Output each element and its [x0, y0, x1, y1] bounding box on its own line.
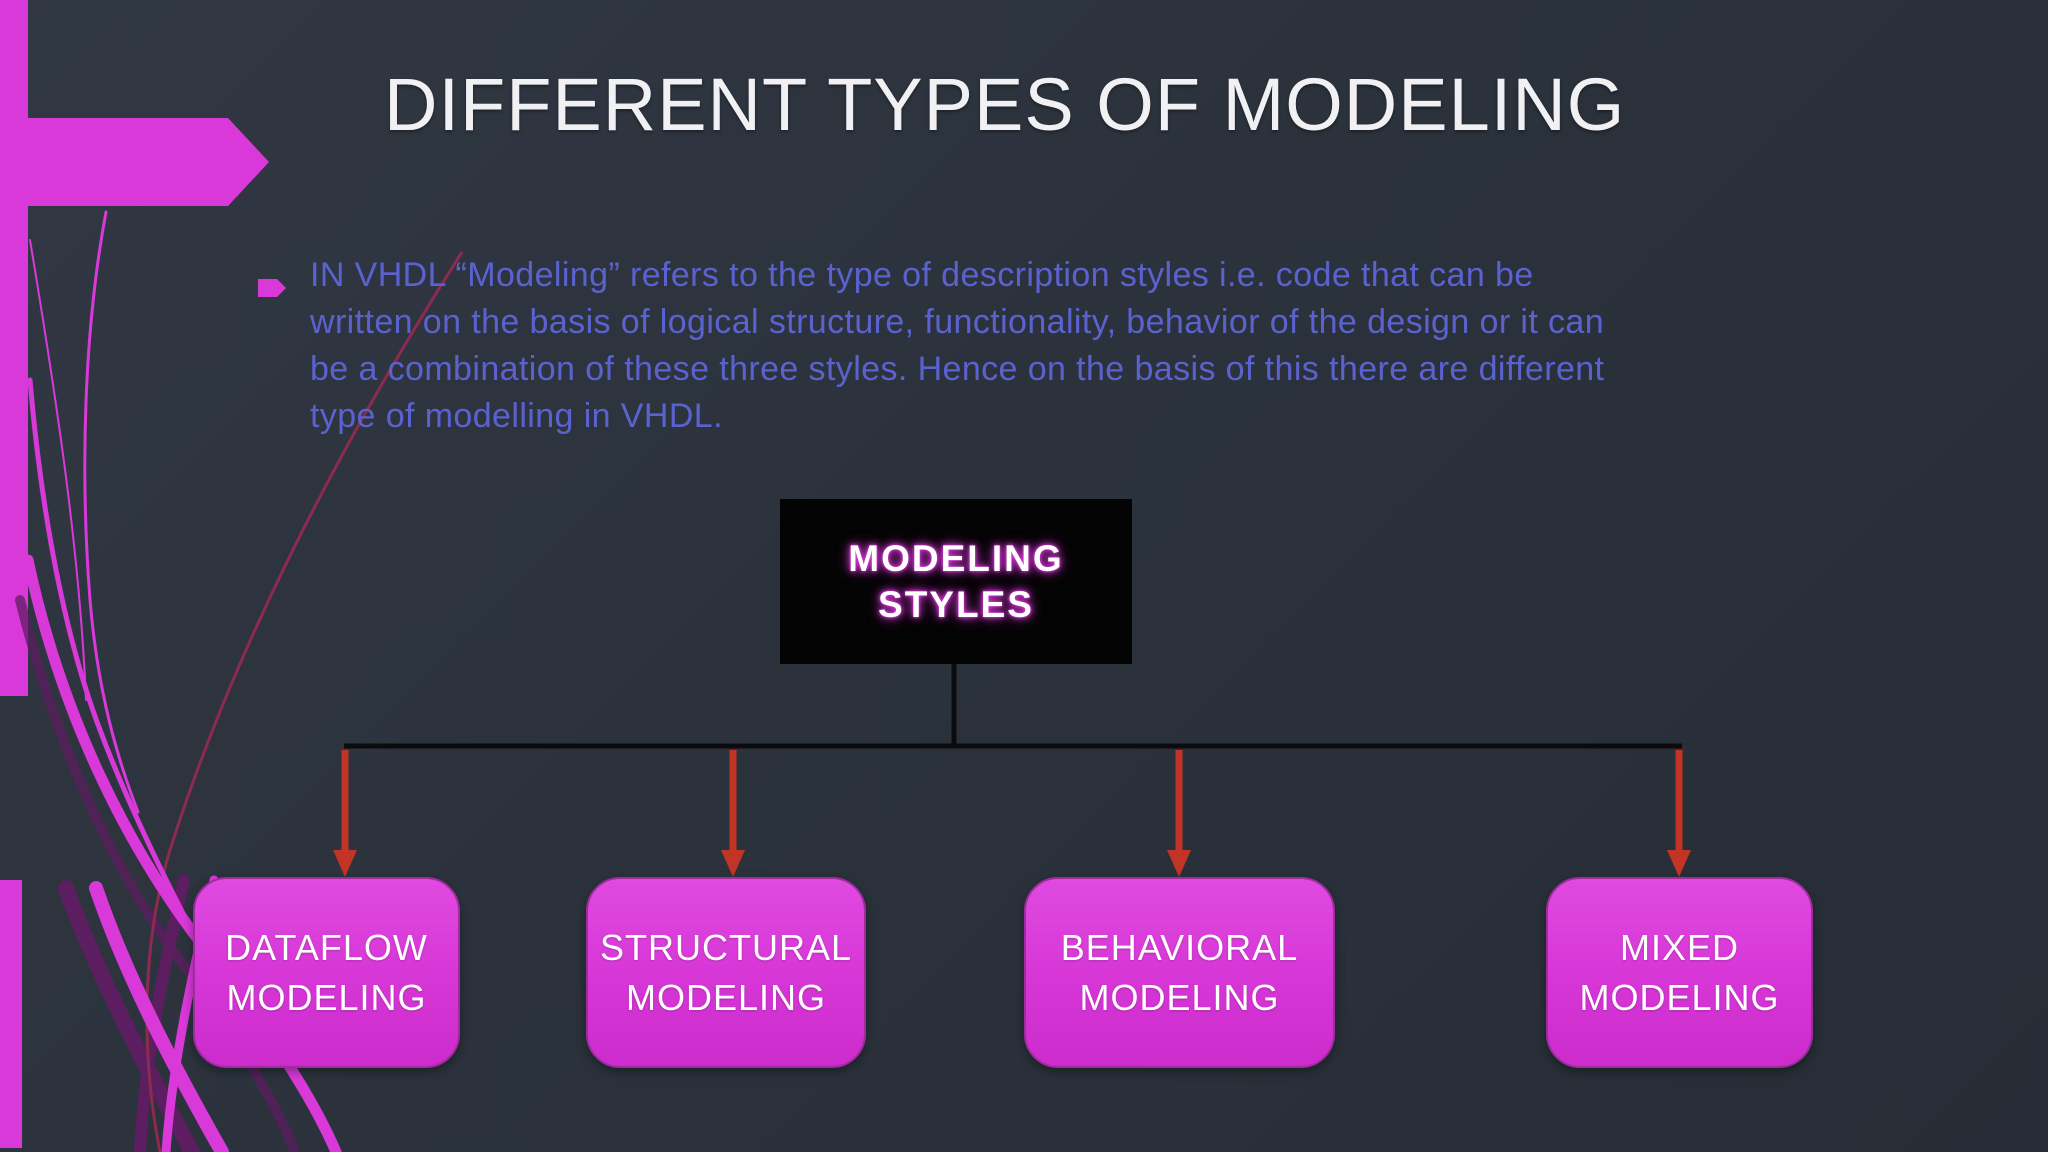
root-node-label-line: STYLES: [878, 583, 1034, 625]
root-node-modeling-styles: MODELING STYLES: [780, 499, 1132, 664]
bullet-arrow-icon: [258, 279, 286, 297]
node-dataflow-modeling: DATAFLOW MODELING: [193, 877, 460, 1068]
banner-arrow-shape: [0, 118, 269, 206]
left-accent-bar: [0, 0, 28, 696]
node-structural-modeling: STRUCTURAL MODELING: [586, 877, 866, 1068]
node-mixed-modeling: MIXED MODELING: [1546, 877, 1813, 1068]
node-label-line: MODELING: [1079, 976, 1280, 1018]
node-label-line: MIXED: [1619, 926, 1739, 968]
node-label-line: MODELING: [1579, 976, 1780, 1018]
bullet-text: IN VHDL “Modeling” refers to the type of…: [310, 252, 1938, 440]
swirl-shadow-curve: [134, 874, 190, 1152]
swirl-shadow-curve: [58, 880, 200, 1152]
left-accent-bar-bottom: [0, 880, 22, 1148]
node-label-line: DATAFLOW: [225, 926, 428, 968]
down-arrow-icon: [333, 750, 357, 877]
root-node-label-line: MODELING: [848, 537, 1064, 579]
node-behavioral-modeling: BEHAVIORAL MODELING: [1024, 877, 1335, 1068]
swirl-shadow-curve: [15, 595, 300, 1152]
swirl-curve: [29, 239, 87, 701]
node-label-line: MODELING: [625, 976, 827, 1018]
bullet-item: IN VHDL “Modeling” refers to the type of…: [258, 252, 1938, 440]
down-arrow-icon: [1667, 750, 1691, 877]
node-label-line: STRUCTURAL: [599, 926, 852, 968]
slide-title: DIFFERENT TYPES OF MODELING: [384, 63, 1626, 146]
down-arrow-icon: [721, 750, 745, 877]
bullet-line: type of modelling in VHDL.: [310, 397, 723, 435]
bullet-line: written on the basis of logical structur…: [310, 303, 1605, 341]
node-label-line: MODELING: [226, 976, 427, 1018]
node-label-line: BEHAVIORAL: [1060, 926, 1299, 968]
down-arrow-icon: [1167, 750, 1191, 877]
bullet-line: be a combination of these three styles. …: [310, 350, 1605, 388]
bullet-line: IN VHDL “Modeling” refers to the type of…: [310, 256, 1534, 294]
swirl-curve: [83, 210, 140, 814]
